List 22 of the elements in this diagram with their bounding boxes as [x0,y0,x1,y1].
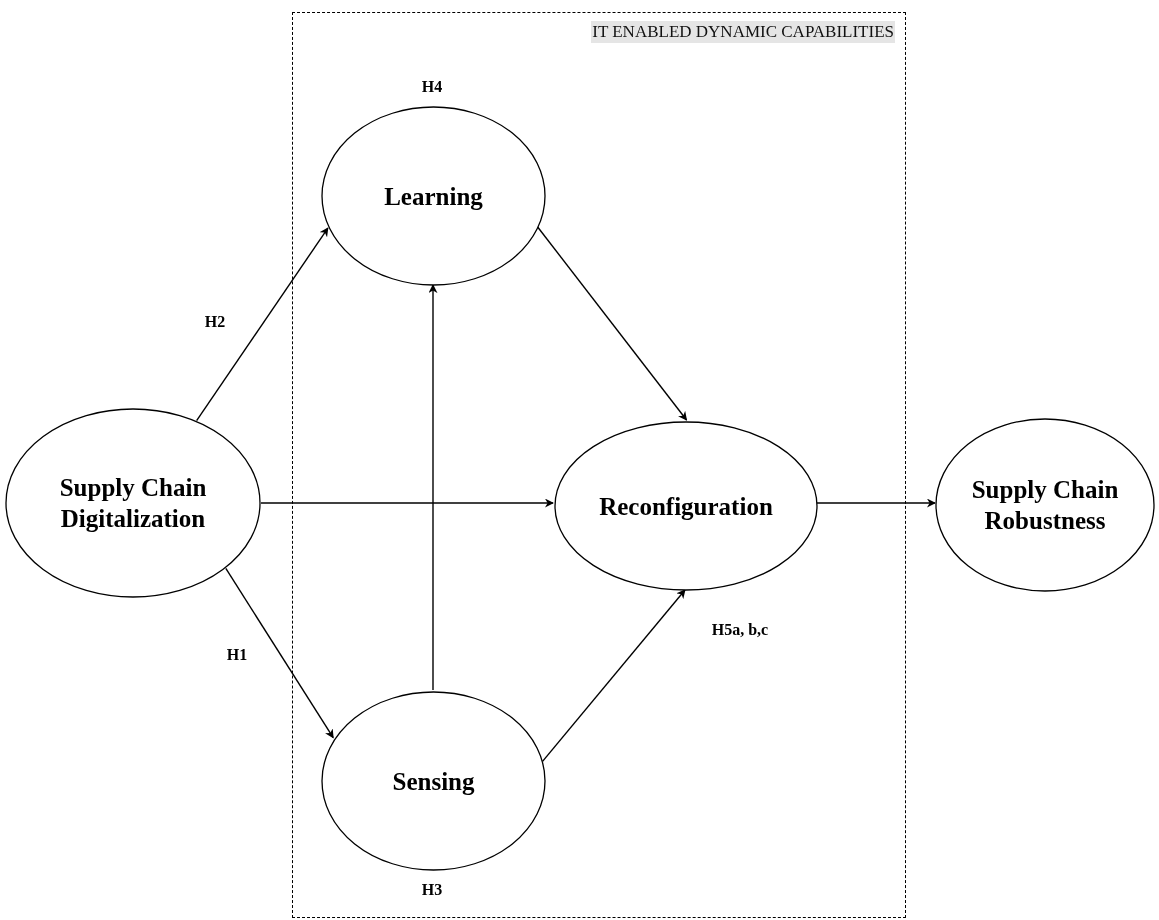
construct-ellipse [554,421,818,591]
hypothesis-label: H3 [421,880,443,900]
arrow [225,567,334,739]
dashed-group-frame [292,12,906,918]
construct-ellipse [5,408,261,598]
arrow [816,498,936,508]
group-heading: IT ENABLED DYNAMIC CAPABILITIES [591,21,895,43]
construct-ellipse [935,418,1155,592]
construct-label: Reconfiguration [598,491,774,522]
construct-label: Learning [383,181,484,212]
hypothesis-label: H4 [421,77,443,97]
arrow [541,589,686,763]
arrow [260,498,554,508]
construct-ellipse [321,691,546,871]
arrow [428,284,438,691]
construct-ellipse [321,106,546,286]
construct-label: Supply Chain Digitalization [58,473,208,534]
arrow [195,227,329,422]
construct-label: Supply Chain Robustness [970,475,1120,536]
construct-label: Sensing [391,766,476,797]
arrow [536,226,688,421]
hypothesis-label: H5a, b,c [711,620,769,640]
